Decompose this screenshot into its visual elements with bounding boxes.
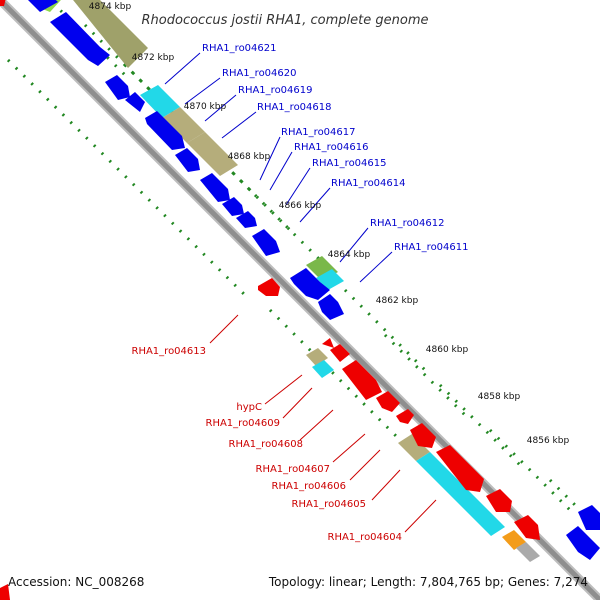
gene-label[interactable]: RHA1_ro04619 bbox=[238, 85, 313, 96]
tick-line-long-a bbox=[6, 58, 252, 302]
gene-arrow bbox=[105, 75, 130, 100]
gene-label[interactable]: RHA1_ro04607 bbox=[256, 464, 331, 475]
gene-arrow bbox=[578, 505, 600, 530]
gene-arrow bbox=[376, 391, 400, 412]
gene-arrow bbox=[222, 197, 244, 216]
gene-arrow bbox=[396, 409, 414, 424]
hit-tan-a bbox=[162, 107, 205, 143]
tick-line-4862 bbox=[343, 288, 432, 377]
gene-arrow bbox=[252, 229, 280, 256]
kbp-tick-lines bbox=[6, 0, 600, 532]
gene-arrow bbox=[258, 278, 280, 296]
kbp-label: 4862 kbp bbox=[376, 296, 419, 306]
hit-tan-top bbox=[73, 0, 148, 68]
tick-line-edge bbox=[548, 478, 600, 532]
gene-label[interactable]: RHA1_ro04604 bbox=[328, 532, 403, 543]
kbp-label: 4866 kbp bbox=[279, 201, 322, 211]
gene-label[interactable]: RHA1_ro04612 bbox=[370, 218, 445, 229]
gene-arrow bbox=[318, 294, 344, 320]
reverse-label-leaders bbox=[209, 314, 437, 533]
map-title: Rhodococcus jostii RHA1, complete genome bbox=[142, 13, 429, 28]
kbp-label: 4868 kbp bbox=[228, 152, 271, 162]
gene-arrow bbox=[322, 338, 334, 348]
gene-arrow bbox=[342, 360, 382, 400]
gene-arrow bbox=[236, 211, 257, 228]
gene-arrow bbox=[0, 584, 10, 600]
genome-summary-text: Topology: linear; Length: 7,804,765 bp; … bbox=[268, 575, 588, 589]
kbp-labels: 4874 kbp 4872 kbp 4870 kbp 4868 kbp 4866… bbox=[89, 2, 570, 446]
hit-tan-b bbox=[187, 132, 238, 176]
gene-label[interactable]: RHA1_ro04613 bbox=[132, 346, 207, 357]
gene-arrow bbox=[200, 173, 230, 202]
gene-label[interactable]: RHA1_ro04611 bbox=[394, 242, 469, 253]
reverse-strand-hits bbox=[306, 348, 540, 562]
gene-label[interactable]: RHA1_ro04618 bbox=[257, 102, 332, 113]
gene-label[interactable]: RHA1_ro04615 bbox=[312, 158, 387, 169]
gene-label[interactable]: RHA1_ro04617 bbox=[281, 127, 356, 138]
gene-label[interactable]: RHA1_ro04614 bbox=[331, 178, 406, 189]
kbp-label: 4870 kbp bbox=[184, 102, 227, 112]
kbp-label: 4856 kbp bbox=[527, 436, 570, 446]
gene-label[interactable]: RHA1_ro04606 bbox=[272, 481, 347, 492]
reverse-strand-genes bbox=[0, 0, 540, 600]
gene-label[interactable]: RHA1_ro04620 bbox=[222, 68, 297, 79]
gene-label[interactable]: RHA1_ro04616 bbox=[294, 142, 369, 153]
kbp-label: 4860 kbp bbox=[426, 345, 469, 355]
hit-cyan-d bbox=[416, 452, 505, 536]
forward-gene-labels: RHA1_ro04621 RHA1_ro04620 RHA1_ro04619 R… bbox=[202, 43, 469, 253]
hit-cyan-a bbox=[140, 85, 180, 118]
kbp-label: 4864 kbp bbox=[328, 250, 371, 260]
tick-line-4860 bbox=[383, 333, 472, 422]
gene-arrow bbox=[125, 92, 145, 112]
gene-arrow bbox=[50, 12, 110, 66]
hit-cyan-c bbox=[312, 360, 334, 378]
kbp-label: 4872 kbp bbox=[132, 53, 175, 63]
kbp-label: 4858 kbp bbox=[478, 392, 521, 402]
reverse-gene-labels: RHA1_ro04613 hypC RHA1_ro04609 RHA1_ro04… bbox=[132, 346, 403, 543]
gene-arrow bbox=[486, 489, 512, 512]
tick-line-4858 bbox=[438, 383, 527, 472]
gene-arrow bbox=[175, 148, 200, 172]
gene-label[interactable]: RHA1_ro04605 bbox=[292, 499, 367, 510]
gene-label[interactable]: RHA1_ro04621 bbox=[202, 43, 277, 54]
gene-label[interactable]: RHA1_ro04608 bbox=[229, 439, 304, 450]
gene-label[interactable]: RHA1_ro04609 bbox=[206, 418, 281, 429]
gene-arrow bbox=[566, 526, 600, 560]
gene-arrow bbox=[436, 445, 484, 492]
gene-arrow bbox=[28, 0, 58, 12]
tick-line-4866 bbox=[208, 148, 297, 237]
tick-line-4868 bbox=[168, 108, 257, 197]
accession-text: Accession: NC_008268 bbox=[8, 575, 144, 589]
gene-arrow bbox=[0, 0, 6, 6]
gene-arrow bbox=[145, 111, 185, 150]
forward-strand-genes bbox=[28, 0, 600, 560]
tick-line-4856 bbox=[488, 428, 577, 517]
tick-line-4874 bbox=[47, 0, 132, 82]
gene-arrow bbox=[410, 423, 436, 448]
hit-orange bbox=[502, 530, 526, 550]
gene-arrow bbox=[514, 515, 540, 540]
gene-arrow bbox=[330, 344, 350, 362]
hit-grey bbox=[516, 542, 540, 562]
gene-arrow bbox=[290, 268, 330, 300]
forward-label-leaders bbox=[164, 52, 393, 283]
kbp-label: 4874 kbp bbox=[89, 2, 132, 12]
gene-label[interactable]: hypC bbox=[236, 402, 262, 413]
hit-tan-d bbox=[398, 434, 430, 461]
